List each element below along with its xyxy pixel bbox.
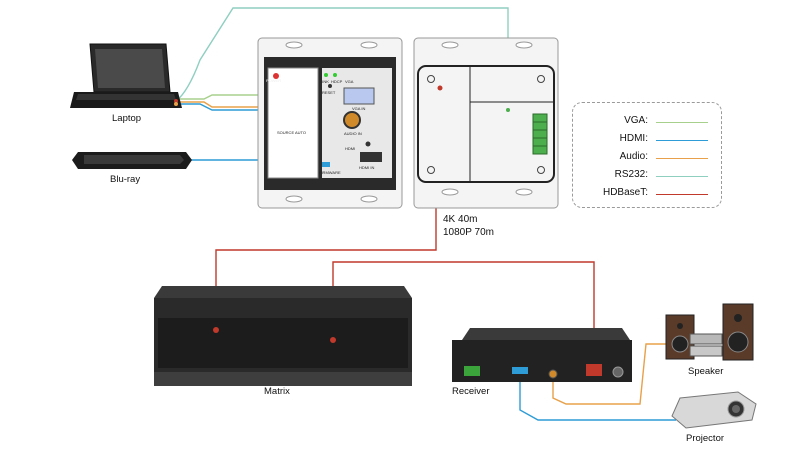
legend-swatch-hdmi	[656, 140, 708, 141]
wallplate-firmware-label: FIRMWARE	[319, 170, 341, 175]
legend-row-hdmi: HDMI:	[573, 133, 721, 147]
matrix-label: Matrix	[264, 386, 290, 397]
legend-swatch-audio	[656, 158, 708, 159]
wallplate-audio-in-label: AUDIO IN	[344, 131, 362, 136]
bluray-label: Blu-ray	[110, 174, 141, 185]
wallplate-reset-label: RESET	[322, 90, 336, 95]
receiver-label: Receiver	[452, 386, 490, 397]
legend-row-hdbaset: HDBaseT:	[573, 187, 721, 201]
distance-1080p: 1080P 70m	[443, 227, 494, 238]
wallplate-vga-in-label: VGA IN	[352, 106, 366, 111]
legend-label-rs232: RS232:	[614, 169, 648, 180]
hdmi-cable-laptop	[176, 103, 262, 111]
legend-label-hdbaset: HDBaseT:	[602, 187, 648, 198]
wallplate-back	[413, 37, 559, 209]
legend-swatch-vga	[656, 122, 708, 123]
speaker-label: Speaker	[688, 366, 724, 377]
audio-cable-speaker	[552, 343, 676, 405]
legend-label-audio: Audio:	[619, 151, 648, 162]
legend-row-vga: VGA:	[573, 115, 721, 129]
laptop-icon	[70, 43, 182, 108]
wallplate-hdmi-in-label: HDMI IN	[359, 165, 375, 170]
wallplate-hdcp-label: HDCP	[331, 79, 343, 84]
wallplate-hdmi-label: HDMI	[345, 146, 356, 151]
legend-swatch-rs232	[656, 176, 708, 177]
distance-4k: 4K 40m	[443, 214, 478, 225]
projector-icon	[671, 391, 757, 429]
legend-label-vga: VGA:	[624, 115, 648, 126]
wallplate-link-label: LINK	[320, 79, 329, 84]
speaker-icon	[665, 303, 754, 361]
wallplate-power-label: POWER	[266, 78, 282, 83]
distance-note: 4K 40m 1080P 70m	[443, 213, 494, 239]
laptop-label: Laptop	[112, 113, 142, 124]
matrix-icon	[154, 286, 412, 386]
legend-row-rs232: RS232:	[573, 169, 721, 183]
wallplate-source-auto-label: SOURCE AUTO	[277, 130, 307, 135]
projector-label: Projector	[686, 433, 725, 444]
wallplate-front	[257, 37, 403, 209]
legend-label-hdmi: HDMI:	[619, 133, 648, 144]
hdmi-cable-projector	[519, 376, 676, 421]
receiver-icon	[452, 328, 632, 382]
legend-row-audio: Audio:	[573, 151, 721, 165]
bluray-icon	[72, 152, 192, 169]
rs232-cable	[175, 7, 509, 110]
cable-legend: VGA: HDMI: Audio: RS232: HDBaseT:	[572, 102, 722, 208]
legend-swatch-hdbaset	[656, 194, 708, 195]
wallplate-vga-label: VGA	[345, 79, 354, 84]
